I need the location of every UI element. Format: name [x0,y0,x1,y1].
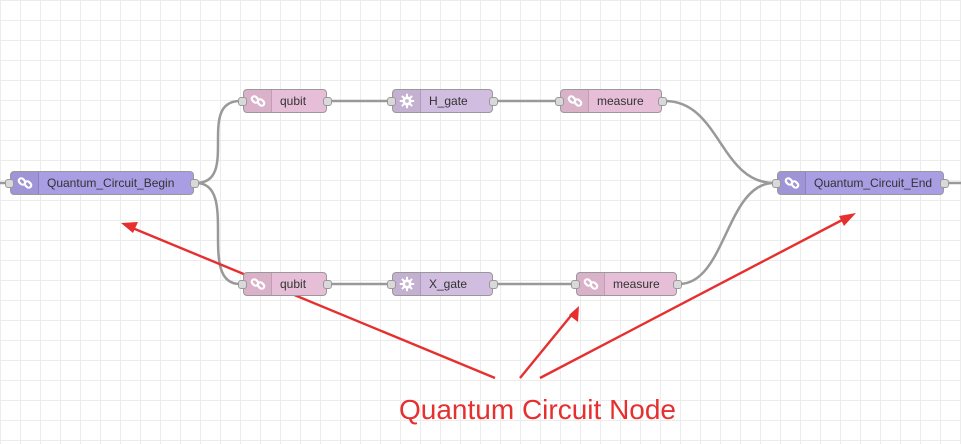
input-port[interactable] [772,179,781,188]
input-port[interactable] [238,97,247,106]
annotation-caption: Quantum Circuit Node [399,394,677,425]
link-icon [778,172,806,194]
output-port[interactable] [940,179,949,188]
output-port[interactable] [190,179,199,188]
link-icon [244,273,272,295]
output-port[interactable] [489,97,498,106]
link-icon [561,90,589,112]
node-quantum-circuit-begin[interactable]: Quantum_Circuit_Begin [5,171,199,195]
node-label: X_gate [429,277,468,291]
input-port[interactable] [5,179,14,188]
annotation-arrow-to-measure [519,311,575,379]
annotation-arrowhead-end [839,213,856,226]
node-x-gate[interactable]: X_gate [387,272,498,296]
node-qubit-bottom[interactable]: qubit [238,272,332,296]
annotation-arrowhead-measure [569,306,579,322]
wire-begin-to-qubit-top[interactable] [195,99,241,185]
output-port[interactable] [658,97,667,106]
node-label: H_gate [429,94,468,108]
node-label: Quantum_Circuit_End [814,176,933,190]
input-port[interactable] [387,280,396,289]
wire-measure-bottom-to-end[interactable] [678,181,775,286]
node-label: measure [613,277,660,291]
output-port[interactable] [489,280,498,289]
input-port[interactable] [387,97,396,106]
node-label: qubit [280,277,307,291]
node-label: qubit [280,94,307,108]
input-port[interactable] [571,280,580,289]
output-port[interactable] [673,280,682,289]
input-port[interactable] [555,97,564,106]
link-icon [244,90,272,112]
wire-measure-top-to-end[interactable] [664,99,775,185]
node-label: measure [597,94,644,108]
node-qubit-top[interactable]: qubit [238,89,332,113]
annotation-arrow-to-begin [129,225,496,380]
node-h-gate[interactable]: H_gate [387,89,498,113]
link-icon [577,273,605,295]
wire-begin-to-qubit-bottom[interactable] [195,181,241,286]
input-port[interactable] [238,280,247,289]
annotation-arrow-to-end [539,216,847,380]
node-measure-top[interactable]: measure [555,89,667,113]
node-measure-bottom[interactable]: measure [571,272,682,296]
node-quantum-circuit-end[interactable]: Quantum_Circuit_End [772,171,949,195]
output-port[interactable] [323,97,332,106]
annotation-arrowhead-begin [121,222,138,233]
node-label: Quantum_Circuit_Begin [47,176,175,190]
gear-icon [393,273,421,295]
output-port[interactable] [323,280,332,289]
link-icon [11,172,39,194]
gear-icon [393,90,421,112]
